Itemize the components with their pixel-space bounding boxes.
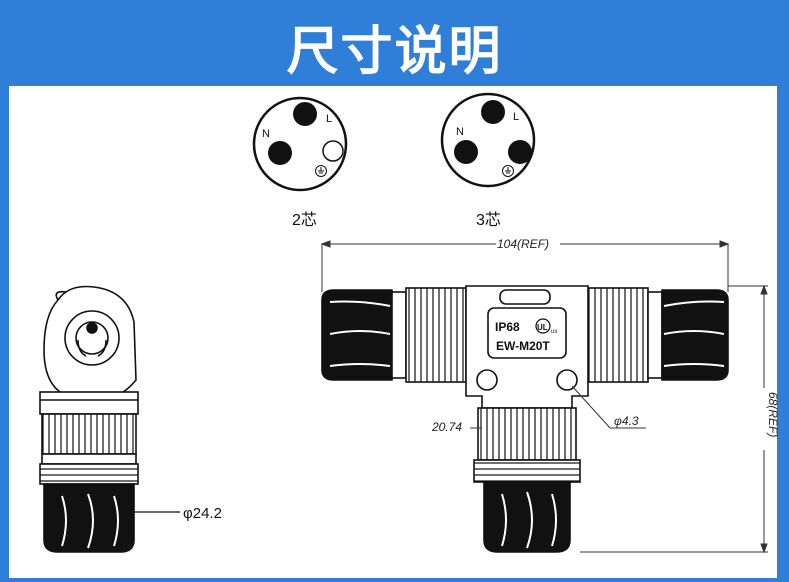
pinout-3-label: 3芯 xyxy=(476,211,501,229)
side-view-connector xyxy=(39,285,139,553)
pinout-2-label: 2芯 xyxy=(292,211,317,229)
length-dimension xyxy=(320,240,730,292)
ground-icon xyxy=(315,165,327,177)
svg-text:us: us xyxy=(551,329,557,335)
model-marking: EW-M20T xyxy=(496,339,550,353)
pin-n-label: N xyxy=(456,126,464,138)
pinout-3-core: L N 3芯 xyxy=(440,92,536,229)
ul-certification-icon: UL us xyxy=(535,318,557,335)
pin-l-label: L xyxy=(326,113,332,125)
pin-l-label: L xyxy=(513,111,519,123)
length-dimension-label: 104(REF) xyxy=(497,237,549,251)
ip-rating-marking: IP68 xyxy=(495,320,520,334)
pinout-2-core: L N 2芯 xyxy=(252,96,348,229)
outlet-width-label: 20.74 xyxy=(431,420,462,434)
height-dimension xyxy=(580,284,768,554)
hole-dimension-leader xyxy=(571,385,646,429)
header-bar: 尺寸说明 xyxy=(0,0,789,86)
cable-diameter-label: φ24.2 xyxy=(183,505,222,522)
pin-n-label: N xyxy=(262,128,270,140)
t-connector-front-view xyxy=(321,285,729,553)
svg-text:UL: UL xyxy=(537,323,548,332)
hole-diameter-label: φ4.3 xyxy=(614,414,639,428)
ground-icon xyxy=(502,165,514,177)
height-dimension-label: 68(REF) xyxy=(766,392,780,437)
page-title: 尺寸说明 xyxy=(286,21,503,82)
